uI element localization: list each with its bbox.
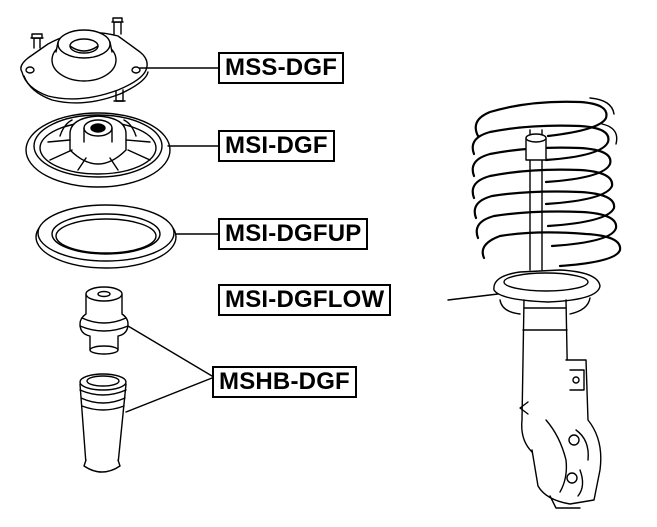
upper-spring-seat-drawing <box>36 205 218 268</box>
part-label-msi-dgflow: MSI-DGFLOW <box>218 284 392 316</box>
bump-stop-drawing <box>80 287 212 376</box>
part-label-msi-dgfup: MSI-DGFUP <box>218 218 369 250</box>
part-label-mshb-dgf: MSHB-DGF <box>212 366 357 398</box>
dust-boot-drawing <box>80 374 212 472</box>
part-label-mss-dgf: MSS-DGF <box>218 52 345 84</box>
part-label-msi-dgf: MSI-DGF <box>218 130 335 162</box>
strut-assembly-drawing <box>448 98 620 508</box>
strut-mount-drawing <box>21 18 218 103</box>
strut-bearing-drawing <box>26 113 218 187</box>
